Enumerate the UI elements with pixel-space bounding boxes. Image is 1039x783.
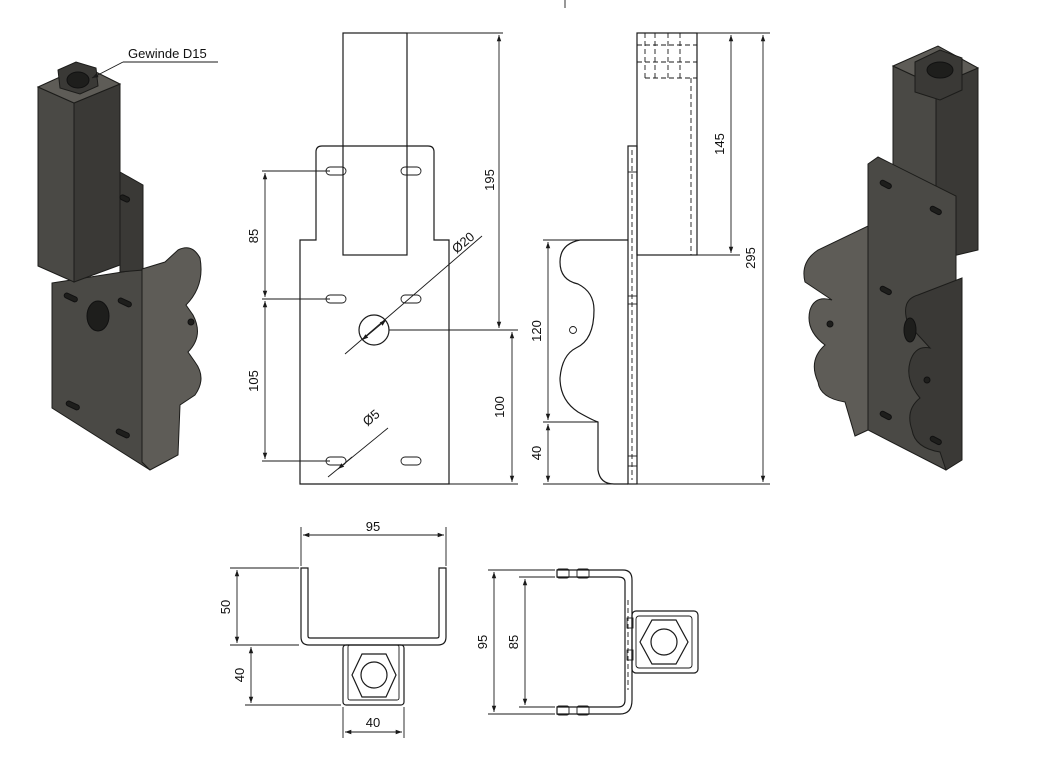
side-tube — [636, 32, 698, 256]
br-nut-hex — [639, 619, 689, 665]
dim-120: 120 — [529, 320, 544, 342]
dim-145: 145 — [712, 133, 727, 155]
iso-left-nut-bore — [66, 71, 90, 89]
br-tab-2 — [576, 568, 590, 579]
front-slot-4 — [400, 294, 422, 304]
dim-line-d5 — [337, 456, 353, 470]
iso-left-plate — [51, 268, 151, 471]
iso-right-slot-2 — [929, 205, 942, 216]
dim-br-95: 95 — [475, 635, 490, 649]
callout-thread-label: Gewinde D15 — [128, 46, 207, 61]
iso-right-flange-left — [803, 225, 869, 437]
br-mark — [626, 649, 634, 661]
iso-right-slot-5 — [929, 435, 942, 446]
dim-40: 40 — [529, 446, 544, 460]
front-tube — [342, 32, 408, 256]
dim-d5: Ø5 — [360, 406, 383, 429]
iso-left-center-hole — [86, 300, 110, 332]
dim-top-40-horizontal: 40 — [366, 715, 380, 730]
dim-top-50: 50 — [218, 600, 233, 614]
iso-left-slot-4 — [115, 428, 130, 439]
iso-left-flange-hole — [187, 318, 195, 326]
iso-right-nut-bore — [926, 61, 954, 79]
dim-line-d20 — [361, 319, 387, 341]
iso-right-slot-1 — [879, 179, 892, 190]
br-nut-box-inner — [635, 615, 693, 669]
dim-295: 295 — [743, 247, 758, 269]
iso-right-slot-4 — [879, 410, 892, 421]
dim-top-95: 95 — [366, 519, 380, 534]
iso-view-left: Gewinde D15 — [36, 46, 218, 471]
top-nut-hex — [351, 653, 397, 698]
iso-right-slot-3 — [879, 285, 892, 296]
iso-left-slot-1 — [63, 292, 78, 303]
front-slot-2 — [400, 166, 422, 176]
iso-left-tube-side — [37, 86, 75, 283]
top-nut-bore — [360, 661, 388, 689]
dim-top-40-vertical: 40 — [232, 668, 247, 682]
leader-d5 — [327, 427, 389, 478]
iso-right-center-hole — [903, 317, 917, 343]
dim-195: 195 — [482, 169, 497, 191]
front-view: 85 105 195 100 Ø20 Ø5 — [246, 32, 518, 485]
iso-left-slot-3 — [65, 400, 80, 411]
bottom-right-view: 95 85 — [475, 568, 699, 716]
iso-right-flange-hole-2 — [923, 376, 931, 384]
dim-d20: Ø20 — [449, 229, 477, 256]
dim-br-85: 85 — [506, 635, 521, 649]
br-tab-1 — [556, 568, 570, 579]
side-plate — [627, 145, 638, 485]
top-view: 95 50 40 40 — [218, 519, 447, 738]
iso-left-plate-upper — [119, 171, 144, 273]
top-u-channel — [300, 567, 447, 646]
side-flange — [559, 239, 628, 485]
br-u-channel — [556, 569, 633, 715]
top-nut-box-inner — [347, 644, 400, 701]
side-flange-hole — [569, 326, 577, 334]
br-tab-4 — [576, 705, 590, 716]
dim-105: 105 — [246, 370, 261, 392]
br-nut-box — [631, 610, 699, 674]
iso-left-flange — [141, 247, 202, 471]
callout-leader — [91, 61, 124, 79]
side-view: 145 295 120 40 — [529, 32, 770, 485]
dim-85: 85 — [246, 229, 261, 243]
front-slot-6 — [400, 456, 422, 466]
iso-right-flange-hole-1 — [826, 320, 834, 328]
br-nut-bore — [650, 628, 678, 656]
br-mark — [626, 617, 634, 629]
dim-100: 100 — [492, 396, 507, 418]
iso-left-slot-2 — [117, 297, 132, 308]
front-plate — [299, 145, 450, 485]
iso-right-flange-front — [905, 277, 963, 471]
iso-view-right — [803, 45, 980, 471]
iso-left-tube-front — [73, 83, 121, 283]
iso-left-slot-5 — [119, 194, 131, 203]
br-tab-3 — [556, 705, 570, 716]
